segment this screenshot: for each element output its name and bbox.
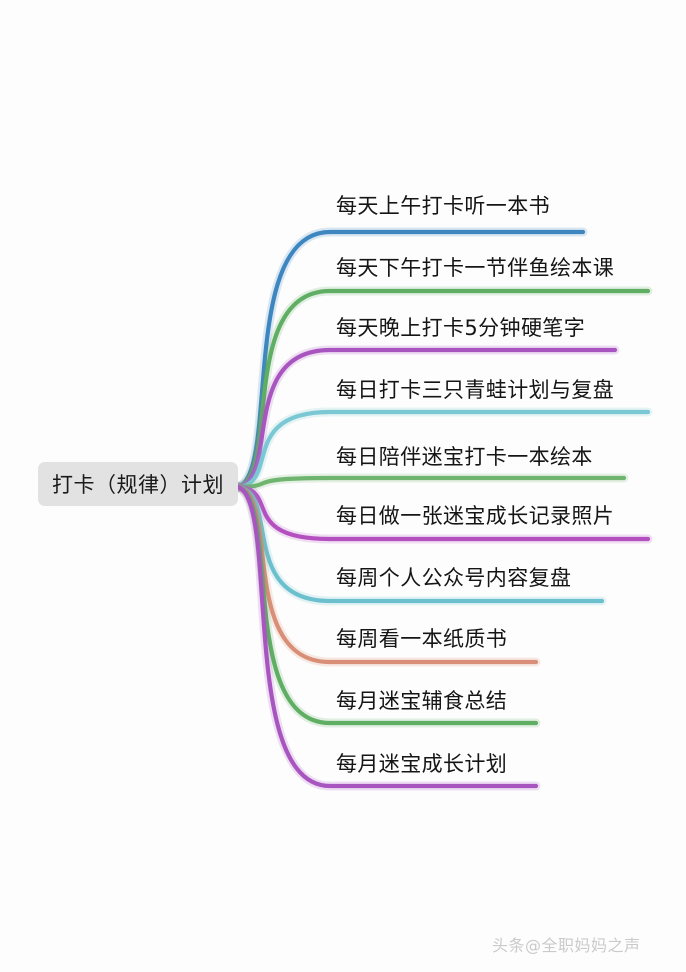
branch-connector-5[interactable]	[235, 475, 627, 490]
branch-label-4[interactable]: 每日打卡三只青蛙计划与复盘	[336, 378, 615, 402]
branch-label-5[interactable]: 每日陪伴迷宝打卡一本绘本	[336, 445, 593, 469]
branch-label-8[interactable]: 每周看一本纸质书	[336, 627, 508, 651]
branch-connector-4[interactable]	[235, 409, 651, 490]
branch-connector-2[interactable]	[235, 288, 651, 490]
root-node-label: 打卡（规律）计划	[52, 473, 224, 497]
branch-label-1[interactable]: 每天上午打卡听一本书	[336, 194, 550, 218]
branch-connector-6[interactable]	[235, 484, 651, 542]
branch-label-7[interactable]: 每周个人公众号内容复盘	[336, 566, 572, 590]
branch-connector-3[interactable]	[235, 347, 618, 490]
branch-label-2[interactable]: 每天下午打卡一节伴鱼绘本课	[336, 256, 615, 280]
root-node[interactable]: 打卡（规律）计划	[38, 462, 238, 506]
branch-label-3[interactable]: 每天晚上打卡5分钟硬笔字	[336, 316, 586, 340]
watermark-text: 头条@全职妈妈之声	[492, 936, 641, 955]
branch-label-9[interactable]: 每月迷宝辅食总结	[336, 689, 508, 713]
branch-label-10[interactable]: 每月迷宝成长计划	[336, 752, 508, 776]
branch-connector-10[interactable]	[235, 484, 539, 789]
branch-label-6[interactable]: 每日做一张迷宝成长记录照片	[336, 504, 615, 528]
